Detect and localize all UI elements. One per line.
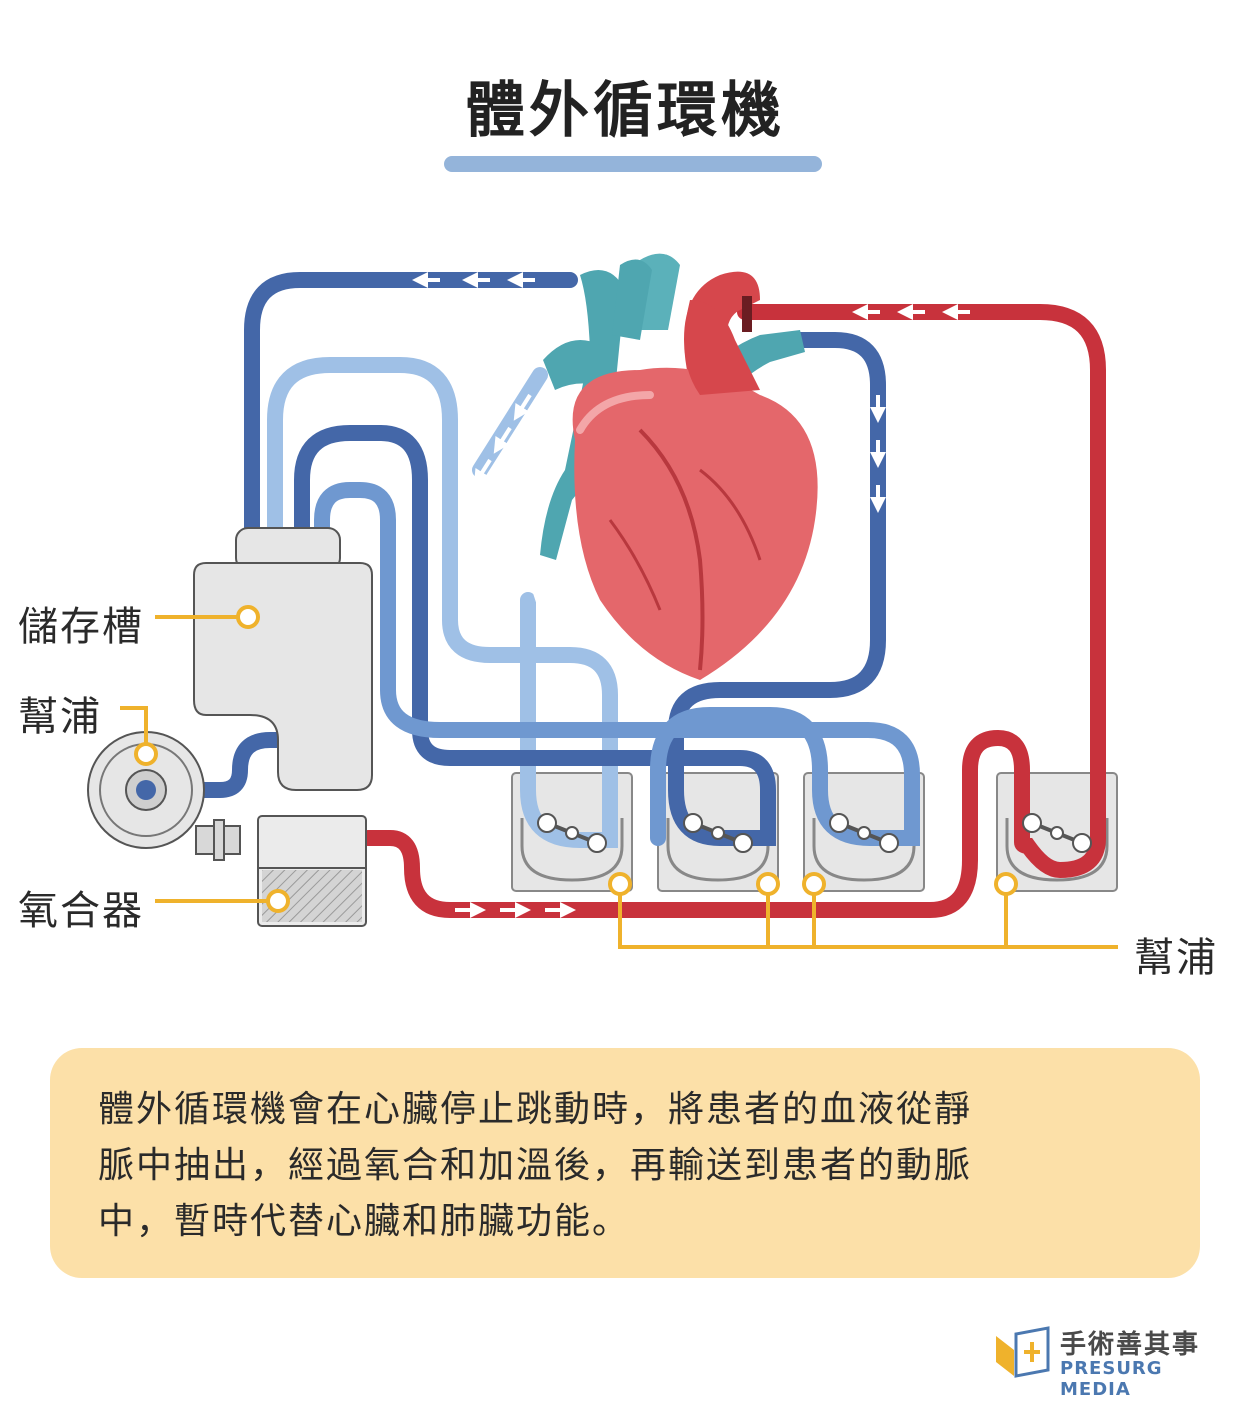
- description-line-3: 中，暫時代替心臟和肺臟功能。: [98, 1201, 631, 1242]
- logo-name-en: PRESURG MEDIA: [1060, 1358, 1163, 1400]
- reservoir-line-light: [267, 357, 618, 848]
- pump-rollers: [537, 813, 1092, 853]
- pump-inlet-tube: [138, 732, 293, 798]
- brand-logo: 手術善其事 PRESURG MEDIA: [992, 1324, 1222, 1400]
- logo-icon: [996, 1326, 1050, 1378]
- venous-line-light: [472, 367, 548, 478]
- flow-arrows: [412, 272, 970, 918]
- reservoir-body: [193, 562, 373, 791]
- description-line-1: 體外循環機會在心臟停止跳動時，將患者的血液從靜: [98, 1089, 973, 1130]
- logo-name-cn: 手術善其事: [1060, 1330, 1201, 1360]
- reservoir: [193, 527, 373, 791]
- arterial-line: [360, 304, 1106, 918]
- pump-label-right: 幫浦: [1134, 935, 1218, 981]
- reservoir-line-mid: [314, 482, 920, 846]
- venous-line-outer: [244, 272, 578, 548]
- title-underline: [444, 156, 822, 172]
- heart-illustration: [540, 253, 818, 680]
- callouts: [120, 605, 1118, 949]
- reservoir-label: 儲存槽: [18, 604, 144, 650]
- oxygenator-label: 氧合器: [18, 888, 144, 934]
- description-box: 體外循環機會在心臟停止跳動時，將患者的血液從靜 脈中抽出，經過氧合和加溫後，再輸…: [50, 1048, 1200, 1278]
- page-title: 體外循環機: [465, 76, 785, 146]
- pump-label-left: 幫浦: [18, 694, 102, 740]
- description-line-2: 脈中抽出，經過氧合和加溫後，再輸送到患者的動脈: [98, 1145, 973, 1186]
